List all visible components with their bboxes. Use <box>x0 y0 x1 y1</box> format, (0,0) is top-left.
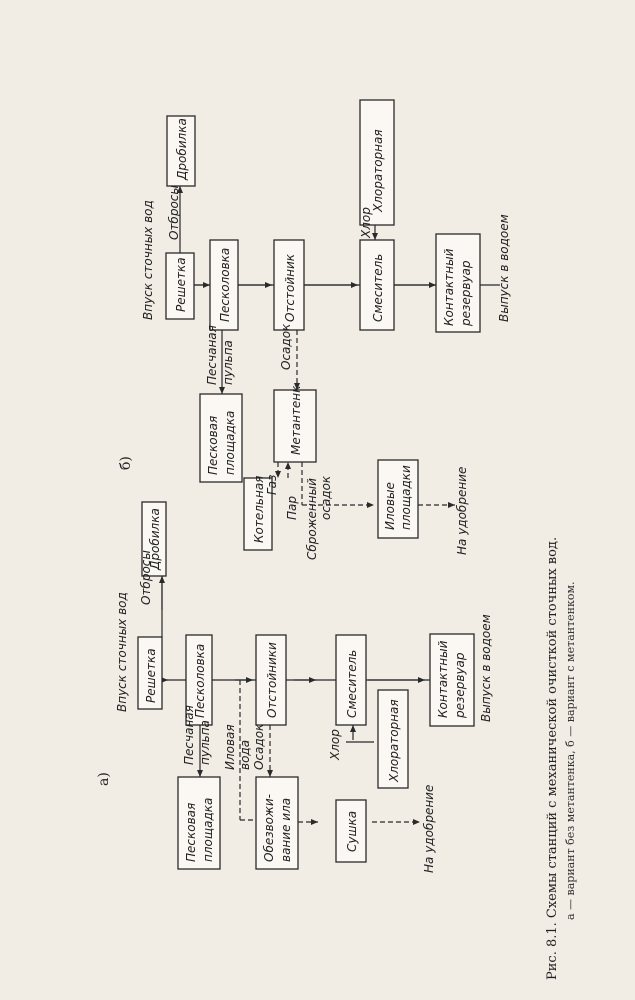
a-box-khloratornaya: Хлораторная <box>377 689 409 789</box>
svg-text:Песколовка: Песколовка <box>218 248 232 322</box>
b-box-peskovaya: Песковая площадка <box>199 393 243 483</box>
b-label-digested-2: осадок <box>319 475 333 520</box>
svg-text:площадка: площадка <box>223 411 237 475</box>
b-label-digested-1: Сброженный <box>305 478 319 560</box>
svg-text:резервуар: резервуар <box>459 260 473 327</box>
svg-text:вание ила: вание ила <box>279 798 293 862</box>
a-label-outlet: Выпуск в водоем <box>479 614 493 722</box>
svg-text:Отстойники: Отстойники <box>265 642 279 718</box>
svg-text:Контактный: Контактный <box>442 248 456 326</box>
a-box-smesitel: Смеситель <box>335 634 367 726</box>
b-label-fertilizer: На удобрение <box>455 467 469 555</box>
svg-text:Дробилка: Дробилка <box>148 508 162 571</box>
a-label-sediment: Осадок <box>252 723 266 770</box>
svg-text:резервуар: резервуар <box>453 652 467 719</box>
svg-text:Смеситель: Смеситель <box>345 650 359 718</box>
svg-text:площадки: площадки <box>399 465 413 530</box>
caption-subtitle: а — вариант без метантенка, б — вариант … <box>564 581 577 920</box>
a-box-otstoyniki: Отстойники <box>255 634 287 726</box>
a-box-drobilka: Дробилка <box>141 501 167 577</box>
b-label-chlorine: Хлор <box>359 207 373 239</box>
a-label-inlet: Впуск сточных вод <box>115 592 129 712</box>
b-box-otstoynik: Отстойник <box>273 239 305 331</box>
svg-text:Котельная: Котельная <box>252 476 266 543</box>
a-box-sushka: Сушка <box>335 799 367 863</box>
b-label-rejects: Отбросы <box>167 185 181 240</box>
svg-text:площадка: площадка <box>201 798 215 862</box>
b-box-ilovye: Иловые площадки <box>377 459 419 539</box>
svg-text:Обезвожи-: Обезвожи- <box>262 794 276 862</box>
b-label-outlet: Выпуск в водоем <box>497 214 511 322</box>
a-label-fertilizer: На удобрение <box>422 785 436 873</box>
svg-text:Решетка: Решетка <box>144 648 158 703</box>
b-label-inlet: Впуск сточных вод <box>141 200 155 320</box>
a-label-rejects: Отбросы <box>139 550 153 605</box>
scheme-b: б) Решетка Дробилка Песколовка <box>118 99 511 560</box>
svg-text:Смеситель: Смеситель <box>371 254 385 322</box>
a-box-reshetka: Решетка <box>137 636 163 710</box>
b-label-sand-1: Песчаная <box>205 325 219 385</box>
svg-text:Решетка: Решетка <box>174 257 188 312</box>
scheme-a: а) Решетка Дробилка Песколовка <box>96 501 493 873</box>
a-box-kontakt: Контактный резервуар <box>429 633 475 727</box>
a-box-peskolovka: Песколовка <box>185 634 213 726</box>
a-label-sludge-water-1: Иловая <box>223 724 237 770</box>
svg-text:Отстойник: Отстойник <box>283 253 297 322</box>
b-box-reshetka: Решетка <box>165 252 195 320</box>
b-box-khloratornaya: Хлораторная <box>359 99 395 226</box>
svg-text:Иловые: Иловые <box>383 482 397 530</box>
a-box-obezvozh: Обезвожи- вание ила <box>255 776 299 870</box>
a-label-chlorine: Хлор <box>328 729 342 761</box>
svg-text:Песковая: Песковая <box>184 803 198 862</box>
b-label-steam: Пар <box>285 496 299 520</box>
svg-text:Песколовка: Песколовка <box>193 644 207 718</box>
svg-text:Хлораторная: Хлораторная <box>371 129 385 213</box>
scheme-a-label: а) <box>96 772 112 786</box>
svg-text:Песковая: Песковая <box>206 416 220 475</box>
a-label-sludge-water-2: вода <box>238 740 252 770</box>
a-box-peskovaya: Песковая площадка <box>177 776 221 870</box>
b-box-kotelnaya: Котельная <box>243 476 273 551</box>
a-label-sand-2: пульпа <box>198 720 212 765</box>
b-box-metantenk: Метантенк <box>273 385 317 463</box>
figure-caption: Рис. 8.1. Схемы станций с механической о… <box>545 537 577 980</box>
svg-text:Контактный: Контактный <box>436 640 450 718</box>
scheme-b-label: б) <box>118 456 134 470</box>
b-box-kontakt: Контактный резервуар <box>435 233 481 333</box>
b-box-smesitel: Смеситель <box>359 239 395 331</box>
svg-text:Дробилка: Дробилка <box>175 118 189 181</box>
b-label-sand-2: пульпа <box>221 340 235 385</box>
caption-title: Рис. 8.1. Схемы станций с механической о… <box>545 537 560 980</box>
svg-text:Хлораторная: Хлораторная <box>387 699 401 783</box>
b-label-gas: Газ <box>265 475 279 495</box>
a-label-sand-1: Песчаная <box>182 705 196 765</box>
b-box-peskolovka: Песколовка <box>209 239 239 331</box>
svg-text:Сушка: Сушка <box>345 811 359 852</box>
b-label-sediment: Осадок <box>279 323 293 370</box>
b-box-drobilka: Дробилка <box>166 115 196 187</box>
svg-text:Метантенк: Метантенк <box>289 385 303 455</box>
